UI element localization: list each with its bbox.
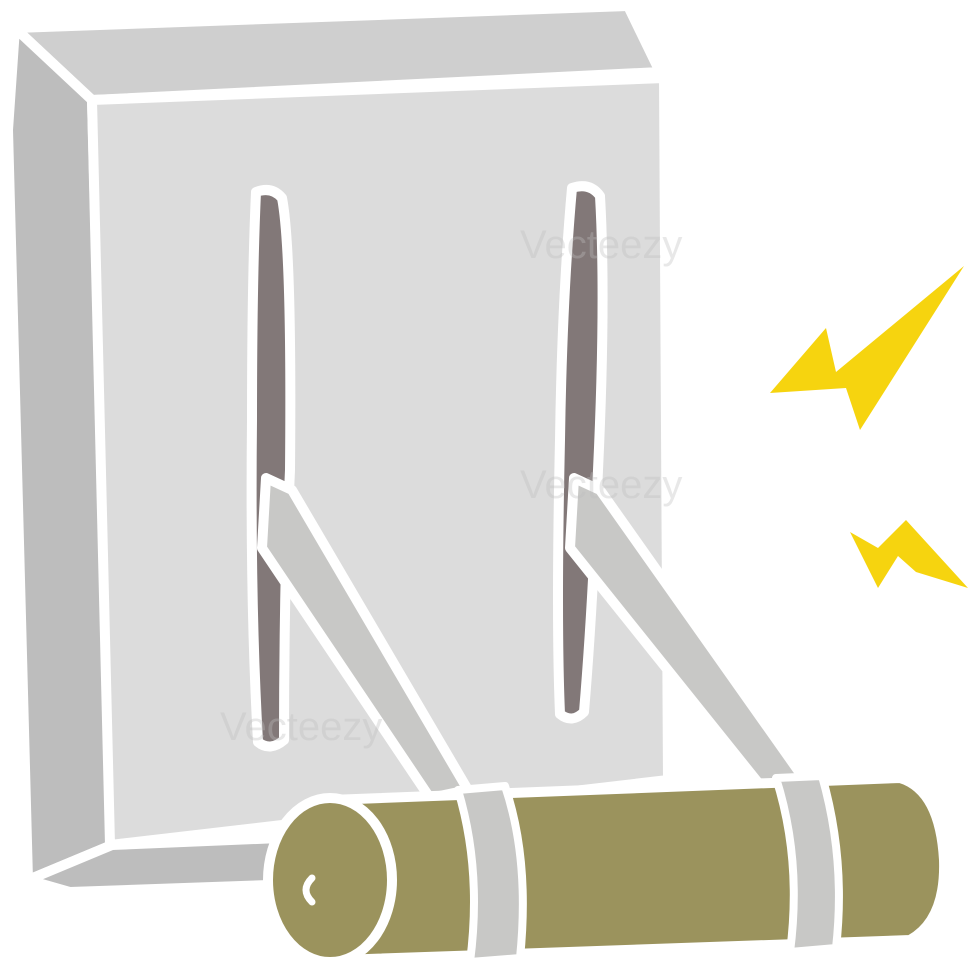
switch-panel xyxy=(3,1,673,897)
electric-sparks xyxy=(770,266,968,588)
switch-handle xyxy=(263,772,950,967)
left-slot xyxy=(246,185,296,752)
watermark-text-2: Vecteezy xyxy=(520,463,682,507)
handle-cap-mark xyxy=(302,874,316,906)
panel-front-face xyxy=(87,73,673,850)
right-slot xyxy=(553,181,608,724)
handle-end-cap xyxy=(263,793,397,967)
spark-upper-icon xyxy=(770,266,964,430)
switch-blades xyxy=(257,473,817,805)
handle-left-band xyxy=(454,782,527,966)
handle-body xyxy=(325,773,950,965)
watermark: Vecteezy Vecteezy Vecteezy xyxy=(220,223,682,749)
spark-lower-icon xyxy=(850,520,968,588)
handle-right-band xyxy=(772,772,843,956)
watermark-text-3: Vecteezy xyxy=(220,705,382,749)
watermark-text-1: Vecteezy xyxy=(520,223,682,267)
switch-slots xyxy=(246,181,608,752)
